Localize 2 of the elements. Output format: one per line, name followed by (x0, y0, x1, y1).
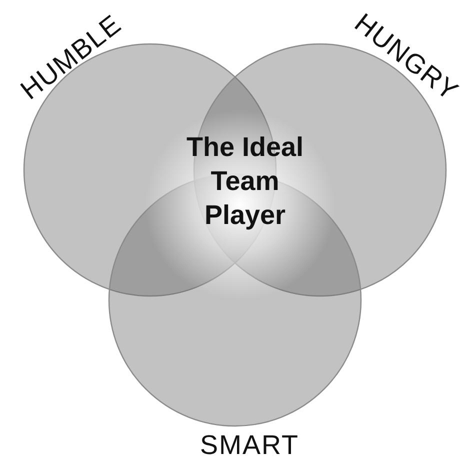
center-label: The Ideal Team Player (185, 131, 305, 232)
set-label: SMART (200, 430, 300, 461)
